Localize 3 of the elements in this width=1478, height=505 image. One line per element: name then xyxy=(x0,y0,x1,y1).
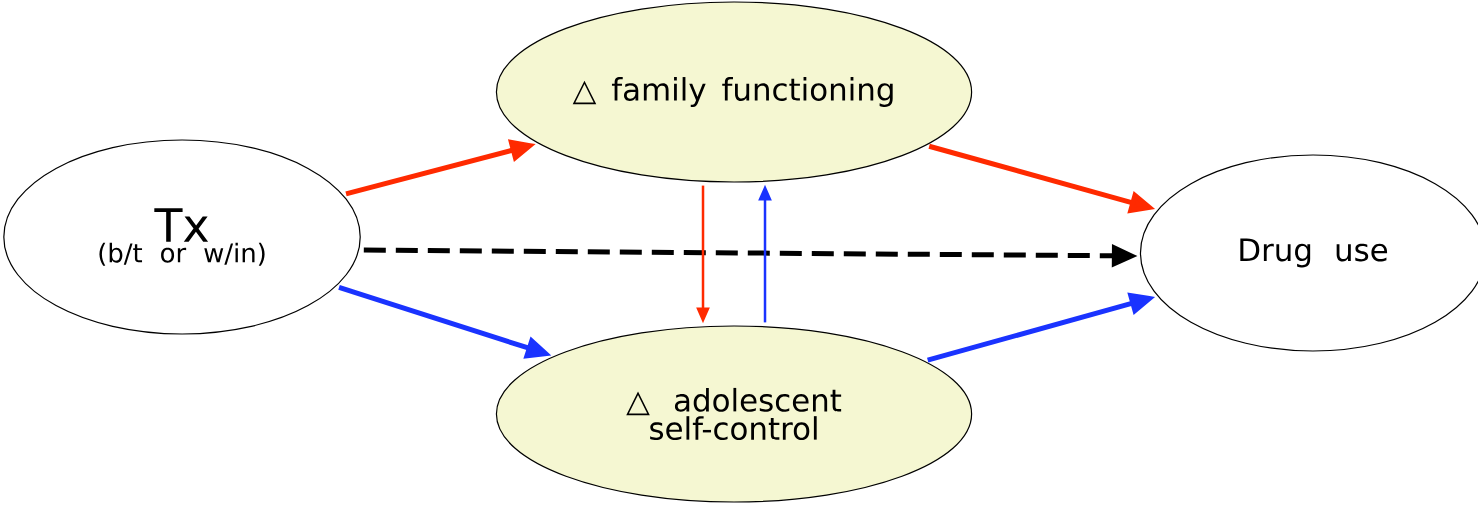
oval-node: Tx (b/t or w/in) xyxy=(3,139,361,335)
oval-node: △ adolescent self-control xyxy=(495,325,973,503)
oval-node: △ family functioning xyxy=(495,1,973,183)
